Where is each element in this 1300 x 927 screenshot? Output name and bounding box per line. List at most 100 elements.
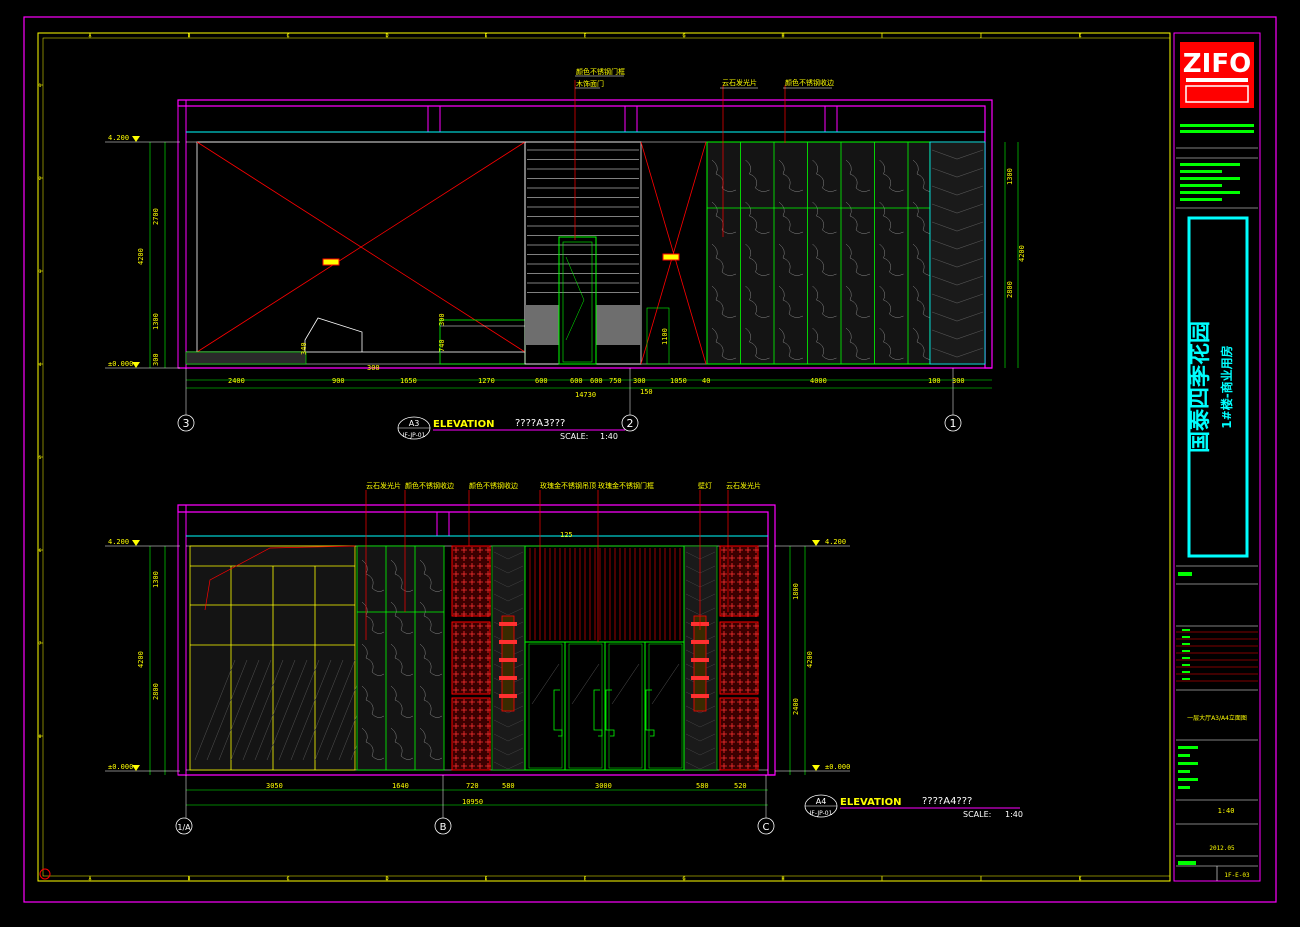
grid-label-2: 2 [627,417,634,430]
a3-dim-inner-5: 300 [367,364,380,372]
a3-dim-right-3: 2800 [1006,281,1014,298]
border-letter-top: E [485,33,488,38]
a4-tag: A4 [816,797,827,806]
grid-label-1: 1 [950,417,957,430]
a4-lattice-panels [451,545,759,771]
tb-date: 2012.05 [1209,845,1235,852]
border-letter-bottom: J [979,876,981,881]
border-letter-bottom: I [881,876,882,881]
a4-level-top-right: 4.200 [825,538,846,546]
a3-callouts: 颜色不锈钢门框 木饰面门 云石发光片 颜色不锈钢收边 [574,67,834,240]
a4-grid-axes: 1/A B C [175,817,775,835]
a4-dim-right-2: 4200 [806,651,814,668]
a3-subtitle: ????A3??? [515,418,565,429]
a4-top-dim: 125 [560,531,573,539]
a3-dim-8: 750 [609,377,622,385]
a4-dimensions: 3050 1640 720 580 3000 580 520 10950 125… [137,531,814,806]
border-number: 8 [39,734,42,739]
a4-scale-value: 1:40 [1005,810,1023,819]
a4-dim-right-1: 1800 [792,583,800,600]
a3-elevation-title: ELEVATION [433,419,494,430]
a4-dim-5: 3000 [595,782,612,790]
a3-dim-5: 600 [535,377,548,385]
origin-mark [39,868,51,880]
a3-dim-4: 1270 [478,377,495,385]
a3-dim-11: 40 [702,377,710,385]
a3-ref: IF-JP-01 [403,432,426,439]
a3-dim-inner-3: 1100 [661,328,669,345]
a4-dim-left-2: 4200 [137,651,145,668]
a4-note-7: 云石发光片 [726,481,761,490]
border-letter-bottom: H [781,876,784,881]
border-letter-top: A [89,33,92,38]
a4-subtitle: ????A4??? [922,796,972,807]
border-number: 2 [39,176,42,181]
a4-note-5: 玫瑰金不锈钢门框 [598,481,654,490]
border-letter-bottom: K [1079,876,1082,881]
a3-scale-value: 1:40 [600,432,618,441]
a3-levels: 4.200 ±0.000 [105,134,180,369]
a3-title: A3 IF-JP-01 ELEVATION ????A3??? SCALE: 1… [397,416,625,441]
a3-dim-inner-1: 740 [438,339,446,352]
a4-levels: 4.200 ±0.000 4.200 ±0.000 [105,538,850,772]
a3-dim-right-1: 1300 [1006,168,1014,185]
border-letter-top: G [682,33,685,38]
a4-ref: IF-JP-01 [810,810,833,817]
border-letter-top: I [881,33,882,38]
a3-tag: A3 [409,419,420,428]
a3-marble-panels [706,141,938,365]
a4-note-4: 玫瑰金不锈钢吊顶 [540,481,596,490]
a4-callouts: 云石发光片 颜色不锈钢收边 颜色不锈钢收边 玫瑰金不锈钢吊顶 玫瑰金不锈钢门框 … [365,481,761,642]
border-letter-top: H [781,33,784,38]
a4-dim-right-3: 2400 [792,698,800,715]
a4-note-1: 云石发光片 [366,481,401,490]
drawing-title: 一层大厅A3/A4立面图 [1187,714,1247,722]
border-letter-bottom: B [188,876,191,881]
a4-dim-left-3: 2800 [152,683,160,700]
a3-dim-3: 1650 [400,377,417,385]
border-number: 5 [39,455,42,460]
border-letter-bottom: E [485,876,488,881]
tb-scale: 1:40 [1218,807,1235,815]
a4-level-floor-right: ±0.000 [825,763,850,771]
grid-label-1a: 1/A [177,823,191,832]
a4-dim-3: 720 [466,782,479,790]
a3-grid-axes: 3 2 1 [177,414,962,432]
a3-dim-13: 100 [928,377,941,385]
border-letter-top: D [385,33,388,38]
a4-dim-7: 520 [734,782,747,790]
a3-dim-inner-2: 300 [438,313,446,326]
border-number: 3 [39,269,42,274]
outer-frame [23,16,1277,903]
grid-label-b: B [440,822,447,833]
a3-dim-left-2: 4200 [137,248,145,265]
border-letter-top: F [584,33,587,38]
project-name: 国泰四季花园 [1187,321,1213,453]
border-number: 7 [39,641,42,646]
a4-title: A4 IF-JP-01 ELEVATION ????A4??? SCALE: 1… [804,794,1023,819]
tb-sheet-no: 1F-E-03 [1224,872,1250,879]
a3-dim-6: 600 [570,377,583,385]
a4-dim-6: 580 [696,782,709,790]
a4-level-floor: ±0.000 [108,763,133,771]
a3-dim-left-3: 1300 [152,313,160,330]
a3-dim-left-4: 300 [152,353,160,366]
a4-dim-1: 3050 [266,782,283,790]
a3-dim-7: 600 [590,377,603,385]
border-number: 6 [39,548,42,553]
border-letter-bottom: F [584,876,587,881]
grid-bubble-3 [177,414,195,432]
a3-dimensions: 2400 900 1650 1270 600 600 600 750 300 1… [137,168,1026,399]
a4-doors [524,641,685,771]
a3-note-3: 云石发光片 [722,78,757,87]
title-block: ZIFO 国泰四季花园 1#楼-商业用房 一层大厅A3/A4立面图 1:40 2… [1176,42,1258,881]
border-letter-bottom: D [385,876,388,881]
a4-total-dim: 10950 [462,798,483,806]
grid-label-c: C [763,822,770,833]
project-sub: 1#楼-商业用房 [1219,345,1234,428]
a3-level-floor: ±0.000 [108,360,133,368]
a4-note-3: 颜色不锈钢收边 [469,481,518,490]
a4-level-top: 4.200 [108,538,129,546]
a4-elevation-title: ELEVATION [840,797,901,808]
